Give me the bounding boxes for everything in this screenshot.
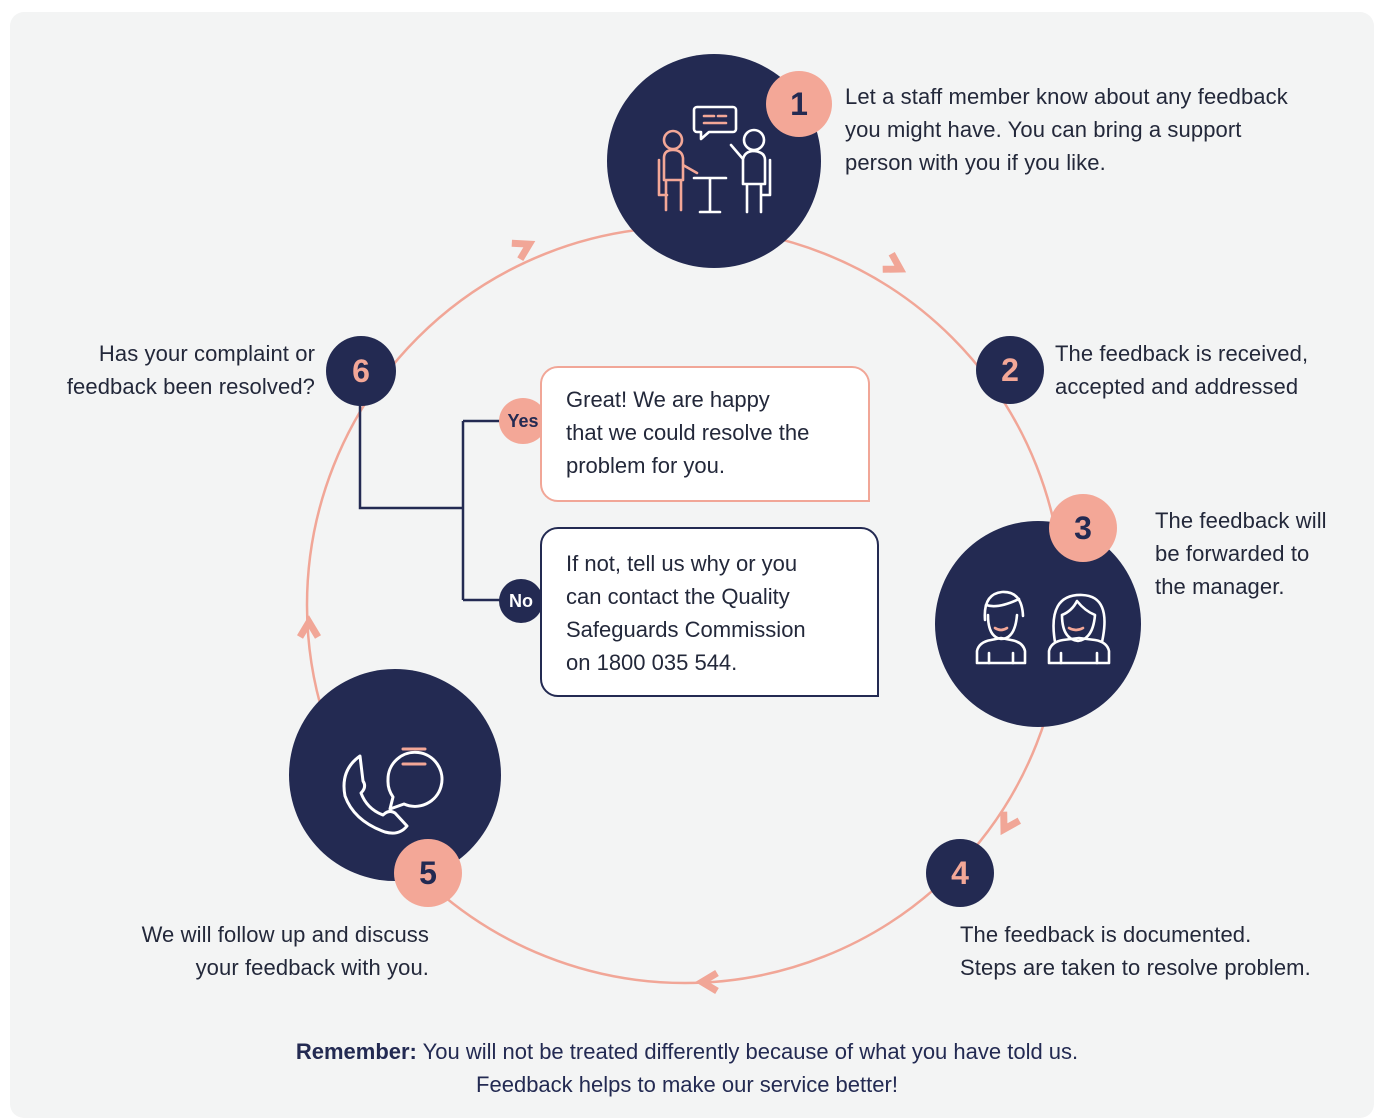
footer-note: Remember: You will not be treated differ… [0,1035,1374,1101]
yes-tag: Yes [499,398,547,444]
staff-pair-icon [975,590,1111,665]
step-1-text: Let a staff member know about any feedba… [845,84,1288,175]
arrow-chevron-icon [296,239,1021,995]
step-3-number: 3 [1049,494,1117,562]
step-5-text: We will follow up and discuss your feedb… [141,922,429,980]
step-5-circle [289,669,501,881]
step-2-number: 2 [976,336,1044,404]
step-2-text: The feedback is received, accepted and a… [1055,341,1309,399]
step-5-number: 5 [394,839,462,907]
decision-connector [358,395,500,602]
step-4-number: 4 [926,839,994,907]
no-response-box: If not, tell us why or you can contact t… [540,527,879,697]
step-4-text: The feedback is documented. Steps are ta… [960,922,1311,980]
no-tag: No [499,579,543,623]
step-6-number: 6 [326,336,396,406]
footer-line-1: You will not be treated differently beca… [416,1039,1079,1064]
step-3-text: The feedback will be forwarded to the ma… [1155,508,1327,599]
step-6-text: Has your complaint or feedback been reso… [66,341,315,399]
footer-label: Remember: [295,1039,417,1064]
footer-line-2: Feedback helps to make our service bette… [476,1072,898,1097]
step-1-number: 1 [766,71,832,137]
phone-chat-icon [342,747,444,835]
meeting-icon [657,105,772,214]
yes-response-box: Great! We are happy that we could resolv… [540,366,870,502]
step-3-circle [935,521,1141,727]
